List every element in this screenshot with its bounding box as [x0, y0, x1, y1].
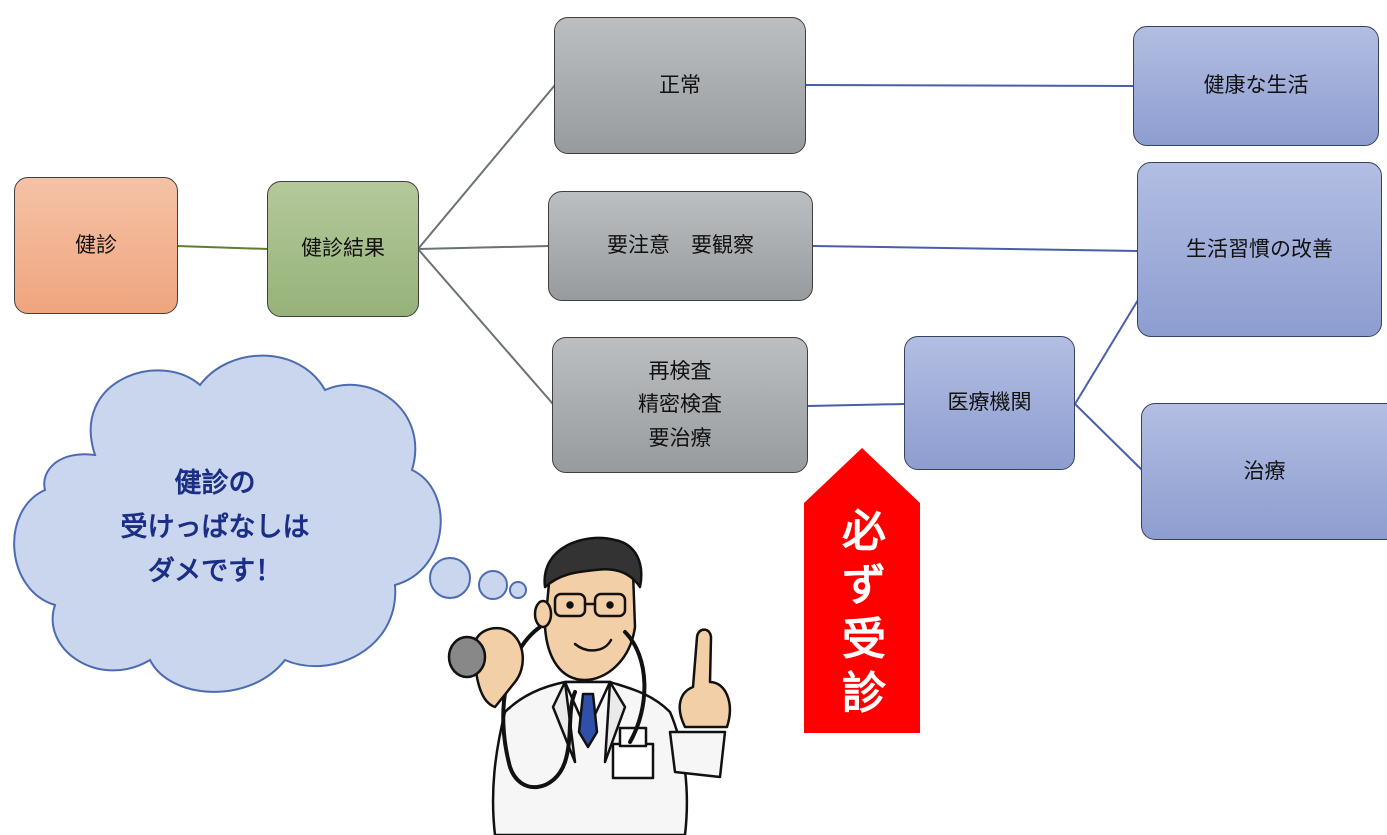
- node-treatment-label: 治療: [1243, 458, 1286, 483]
- node-recheck-line-2: 精密検査: [638, 392, 722, 417]
- connector-result-recheck: [417, 248, 554, 405]
- cloud-line-2: 受けっぱなしは: [120, 512, 310, 543]
- node-caution-label: 要注意 要観察: [607, 233, 754, 258]
- doctor-illustration: [447, 536, 732, 835]
- arrow-char-4: 診: [842, 668, 886, 719]
- node-recheck-line-3: 要治療: [648, 425, 712, 450]
- node-lifestyle-improvement: 生活習慣の改善: [1137, 162, 1382, 337]
- node-result-label: 健診結果: [301, 236, 385, 261]
- arrow-char-3: 受: [842, 614, 886, 665]
- connector-medical-treatment: [1074, 403, 1143, 471]
- thought-bubble-large: [429, 557, 471, 599]
- arrow-char-1: 必: [842, 506, 886, 557]
- connector-result-caution: [417, 245, 550, 250]
- node-medical-institution: 医療機関: [904, 336, 1075, 470]
- node-treatment: 治療: [1141, 403, 1387, 540]
- necktie: [577, 692, 599, 749]
- pointing-hand: [678, 628, 732, 729]
- node-kenshin-result: 健診結果: [267, 181, 419, 317]
- connector-kenshin-result: [176, 245, 269, 250]
- connector-normal-healthy: [805, 84, 1135, 87]
- node-healthy-life-label: 健康な生活: [1203, 73, 1309, 98]
- stethoscope-chest-piece: [447, 635, 487, 679]
- node-lifestyle-label: 生活習慣の改善: [1186, 236, 1333, 261]
- thought-bubble-medium: [478, 570, 508, 600]
- left-hand: [473, 626, 524, 709]
- node-recheck: 再検査 精密検査 要治療: [552, 337, 808, 473]
- arrow-char-2: ず: [842, 560, 886, 611]
- node-normal: 正常: [554, 17, 806, 154]
- arrow-label: 必 ず 受 診: [836, 505, 892, 721]
- thought-cloud: [13, 354, 527, 693]
- cloud-message: 健診の 受けっぱなしは ダメです！: [60, 462, 370, 594]
- node-caution: 要注意 要観察: [548, 191, 813, 301]
- up-arrow-banner: [804, 448, 920, 733]
- connector-caution-lifestyle: [812, 245, 1139, 252]
- coat-pocket: [611, 742, 655, 780]
- doctor-hair: [543, 536, 643, 589]
- connector-recheck-medical: [807, 403, 906, 407]
- connector-result-normal: [417, 84, 556, 250]
- thought-bubble-small: [509, 581, 527, 599]
- cloud-line-1: 健診の: [174, 468, 256, 499]
- node-medical-label: 医療機関: [947, 390, 1032, 415]
- node-normal-label: 正常: [659, 72, 701, 97]
- connector-medical-lifestyle: [1074, 299, 1139, 405]
- cloud-line-3: ダメです！: [147, 556, 283, 587]
- node-healthy-life: 健康な生活: [1133, 26, 1379, 146]
- node-recheck-line-1: 再検査: [648, 358, 712, 383]
- node-kenshin: 健診: [14, 177, 178, 314]
- node-kenshin-label: 健診: [75, 232, 117, 257]
